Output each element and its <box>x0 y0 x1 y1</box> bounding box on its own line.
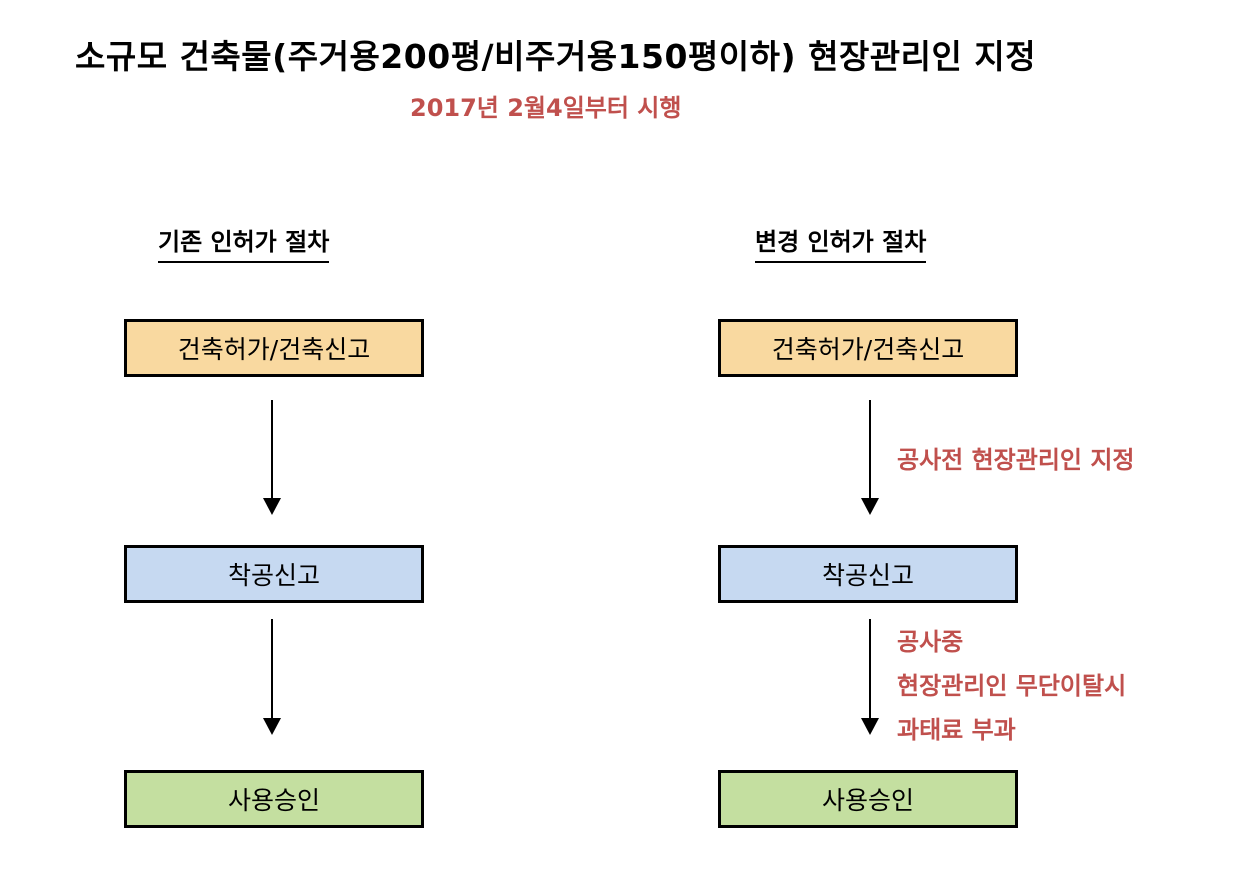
note-during-construction-line2: 현장관리인 무단이탈시 <box>897 672 1127 700</box>
left-step-use-approval: 사용승인 <box>124 770 424 828</box>
page-title: 소규모 건축물(주거용200평/비주거용150평이하) 현장관리인 지정 <box>75 37 1037 76</box>
note-during-construction-line1: 공사중 <box>897 628 964 656</box>
left-step-construction-start-label: 착공신고 <box>227 561 320 590</box>
right-step-use-approval: 사용승인 <box>718 770 1018 828</box>
note-during-construction: 공사중 현장관리인 무단이탈시 과태료 부과 <box>897 620 1126 752</box>
right-step-building-permit-label: 건축허가/건축신고 <box>771 335 965 364</box>
arrow-down-icon <box>263 718 281 735</box>
note-pre-construction: 공사전 현장관리인 지정 <box>897 446 1135 474</box>
right-arrow-2 <box>861 619 879 735</box>
left-arrow-2 <box>263 619 281 735</box>
arrow-down-icon <box>263 498 281 515</box>
right-step-use-approval-label: 사용승인 <box>821 786 914 815</box>
right-arrow-1 <box>861 400 879 515</box>
left-step-construction-start: 착공신고 <box>124 545 424 603</box>
arrow-down-icon <box>861 718 879 735</box>
effective-date-subtitle: 2017년 2월4일부터 시행 <box>410 94 682 122</box>
right-step-building-permit: 건축허가/건축신고 <box>718 319 1018 377</box>
note-during-construction-line3: 과태료 부과 <box>897 716 1016 744</box>
left-column-heading: 기존 인허가 절차 <box>158 222 330 263</box>
left-arrow-1 <box>263 400 281 515</box>
left-step-use-approval-label: 사용승인 <box>227 786 320 815</box>
left-step-building-permit-label: 건축허가/건축신고 <box>177 335 371 364</box>
right-step-construction-start-label: 착공신고 <box>821 561 914 590</box>
right-step-construction-start: 착공신고 <box>718 545 1018 603</box>
right-column-heading: 변경 인허가 절차 <box>755 222 927 263</box>
left-step-building-permit: 건축허가/건축신고 <box>124 319 424 377</box>
arrow-down-icon <box>861 498 879 515</box>
